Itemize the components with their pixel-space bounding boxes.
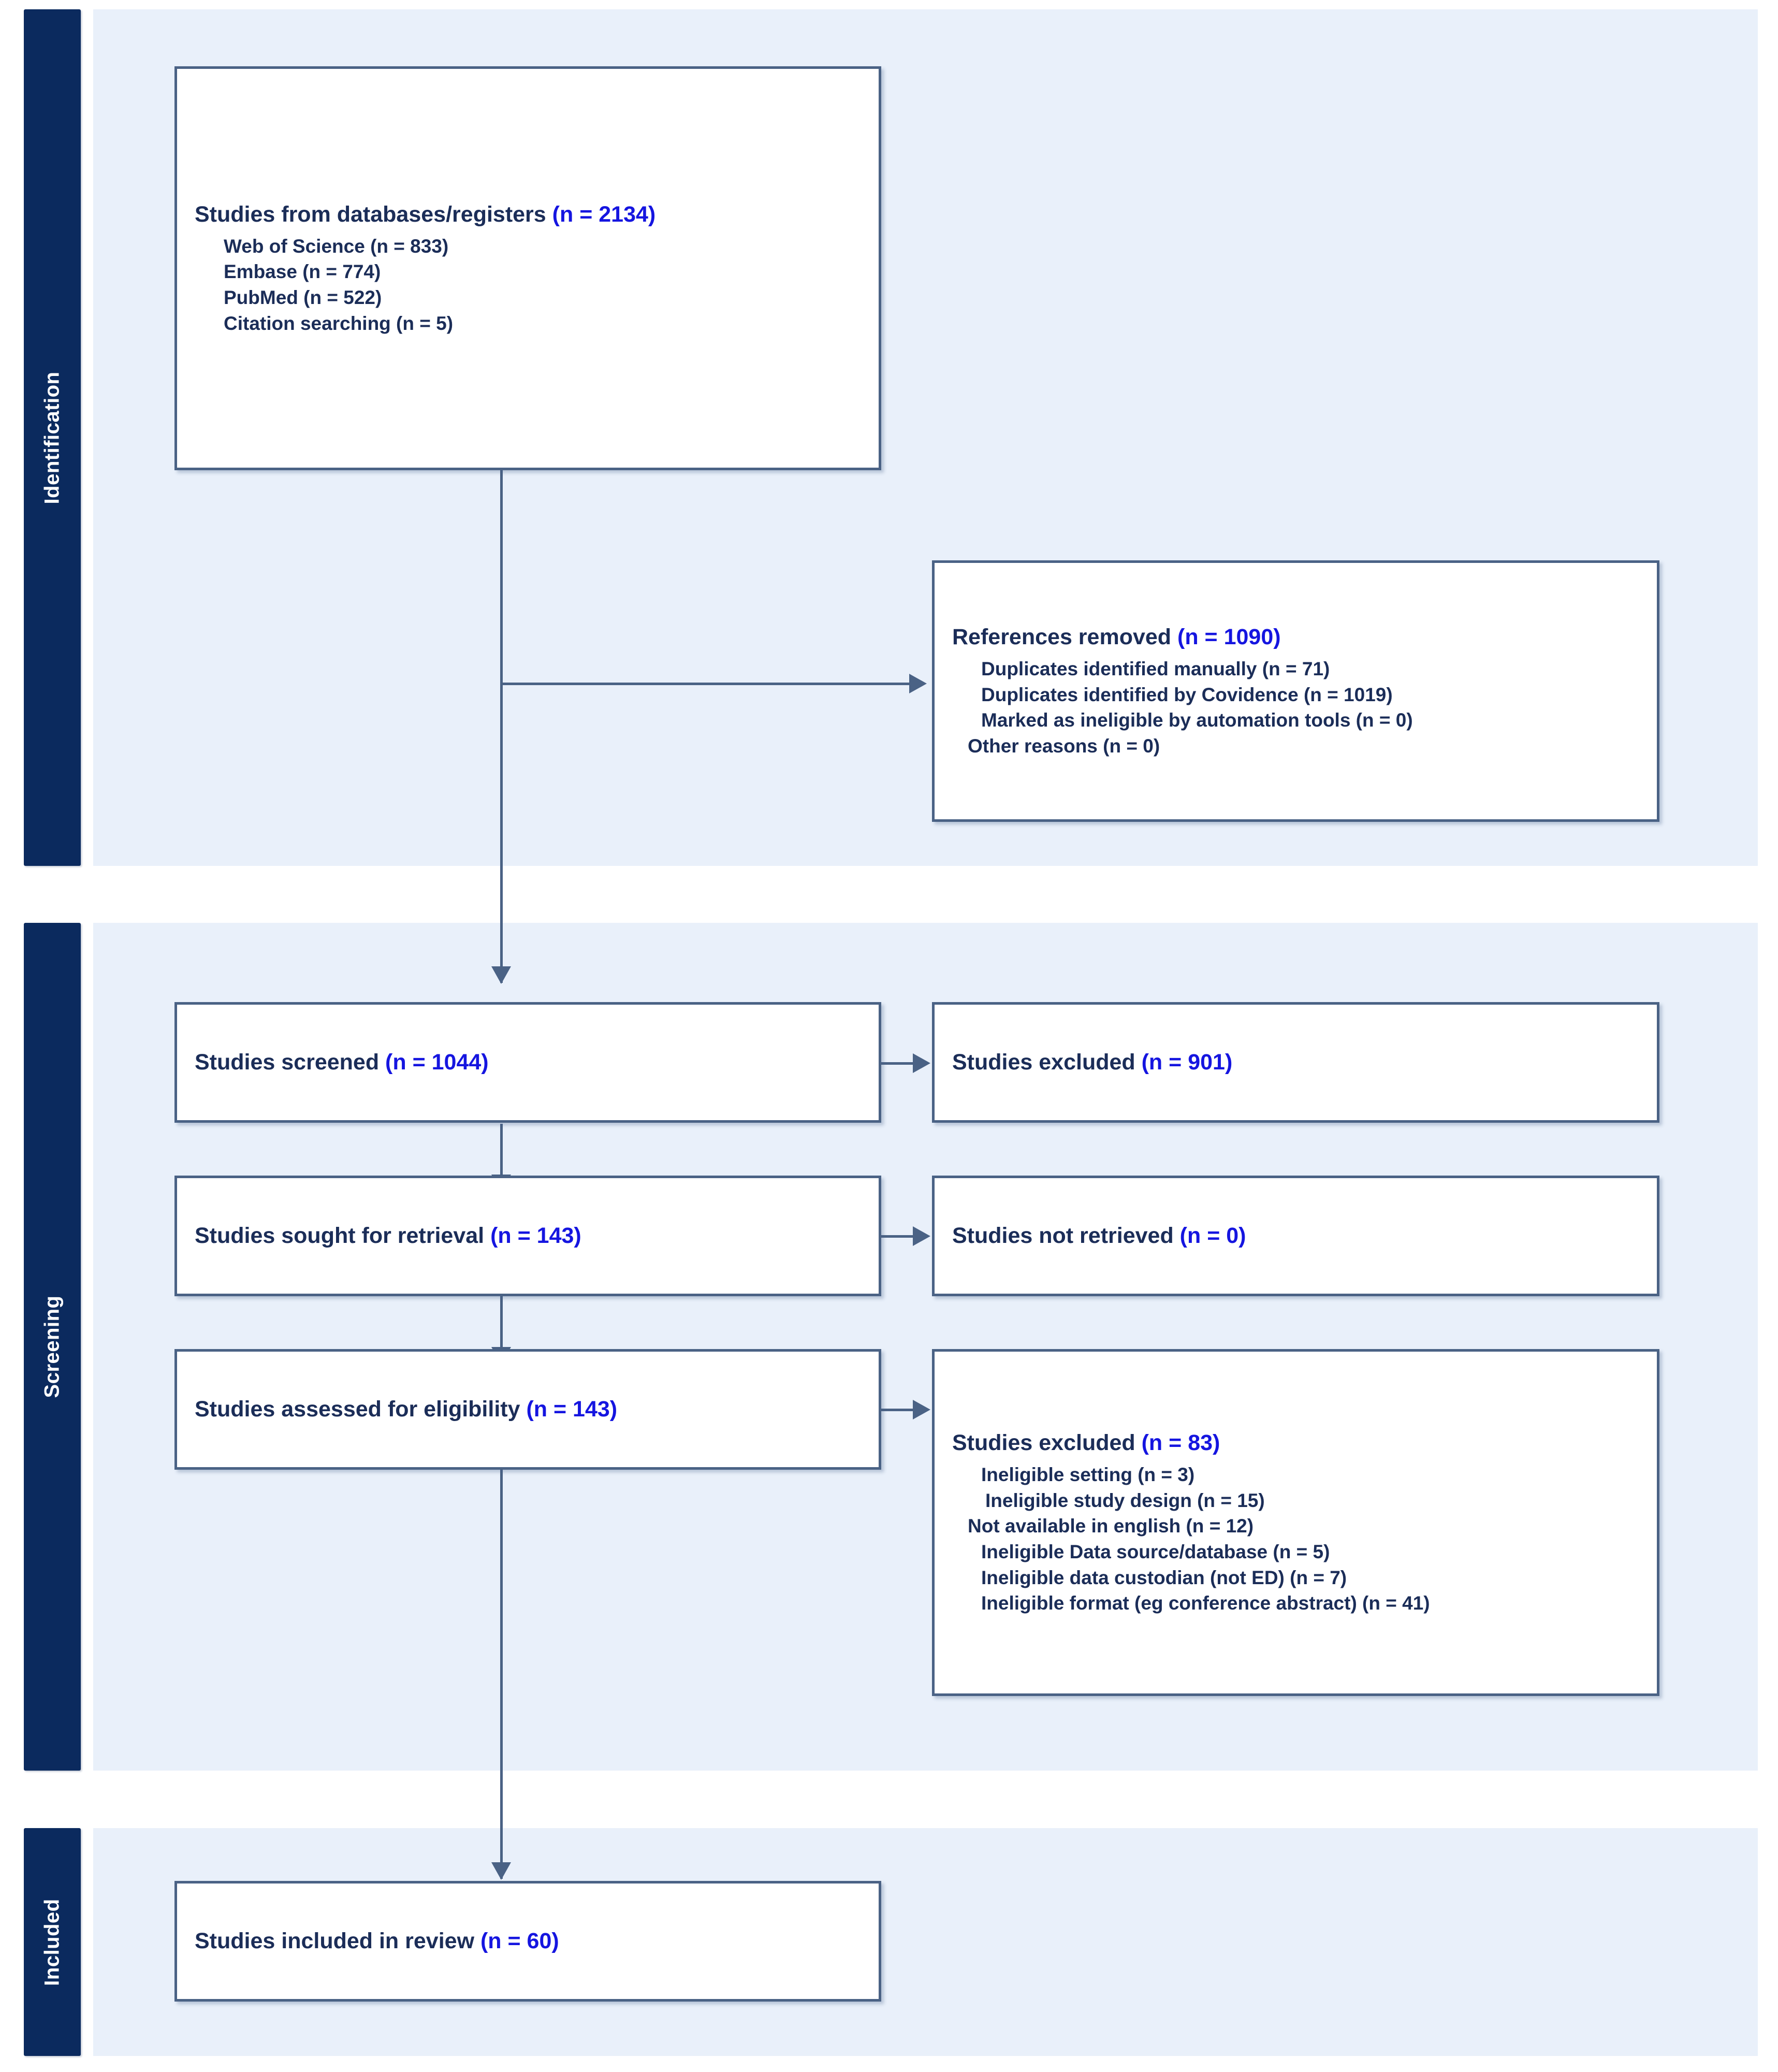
box-title-count: (n = 1044) — [385, 1049, 489, 1075]
list-item: Ineligible Data source/database (n = 5) — [981, 1541, 1330, 1562]
stage-bar-screening: Screening — [24, 923, 81, 1771]
box-title-references-removed: References removed (n = 1090) — [952, 623, 1639, 652]
list-item: Web of Science (n = 833) — [224, 235, 449, 257]
box-title-studies-not-retrieved: Studies not retrieved (n = 0) — [952, 1222, 1639, 1251]
connector-databases-down — [500, 470, 503, 703]
stage-label-identification: Identification — [40, 371, 64, 504]
list-item: Marked as ineligible by automation tools… — [981, 709, 1413, 731]
box-title-text: Studies sought for retrieval — [195, 1223, 491, 1248]
box-studies-included-in-review: Studies included in review (n = 60) — [174, 1881, 881, 2002]
box-title-count: (n = 60) — [480, 1928, 559, 1953]
connector-sought-to-assessed — [500, 1296, 503, 1364]
box-title-studies-excluded-screening: Studies excluded (n = 901) — [952, 1048, 1639, 1077]
connector-screened-to-excluded — [880, 1062, 917, 1065]
list-item: Ineligible format (eg conference abstrac… — [981, 1592, 1430, 1614]
connector-sought-to-not-retrieved — [880, 1235, 917, 1238]
arrowhead-to-included — [491, 1862, 511, 1880]
list-item: Ineligible data custodian (not ED) (n = … — [981, 1567, 1347, 1588]
box-title-text: Studies excluded — [952, 1049, 1142, 1075]
arrowhead-to-references-removed — [909, 674, 927, 693]
box-studies-excluded-screening: Studies excluded (n = 901) — [932, 1002, 1659, 1123]
list-item: Citation searching (n = 5) — [224, 312, 454, 334]
box-studies-sought-for-retrieval: Studies sought for retrieval (n = 143) — [174, 1176, 881, 1296]
box-title-count: (n = 901) — [1141, 1049, 1233, 1075]
box-title-studies-from-databases: Studies from databases/registers (n = 21… — [195, 200, 861, 229]
list-item: Other reasons (n = 0) — [968, 735, 1160, 757]
stage-bar-included: Included — [24, 1828, 81, 2056]
connector-databases-to-screened — [500, 683, 503, 983]
sublist-references-removed: Duplicates identified manually (n = 71) … — [952, 656, 1639, 759]
box-title-count: (n = 1090) — [1177, 625, 1281, 650]
box-title-count: (n = 143) — [490, 1223, 581, 1248]
box-title-studies-sought-for-retrieval: Studies sought for retrieval (n = 143) — [195, 1222, 861, 1251]
box-title-text: Studies excluded — [952, 1430, 1142, 1456]
stage-bar-identification: Identification — [24, 9, 81, 866]
box-title-text: Studies not retrieved — [952, 1223, 1180, 1248]
box-title-text: Studies screened — [195, 1049, 386, 1075]
sublist-exclusion-reasons: Ineligible setting (n = 3) Ineligible st… — [952, 1462, 1639, 1616]
list-item: Ineligible setting (n = 3) — [981, 1464, 1195, 1486]
box-title-studies-included-in-review: Studies included in review (n = 60) — [195, 1927, 861, 1956]
list-item: PubMed (n = 522) — [224, 286, 382, 308]
connector-screened-to-sought — [500, 1124, 503, 1191]
arrowhead-sought-to-not-retrieved — [913, 1226, 930, 1246]
arrowhead-screened-to-excluded — [913, 1053, 930, 1073]
list-item: Not available in english (n = 12) — [968, 1515, 1254, 1537]
connector-assessed-to-excluded — [880, 1409, 917, 1411]
box-studies-assessed-for-eligibility: Studies assessed for eligibility (n = 14… — [174, 1349, 881, 1470]
sublist-databases: Web of Science (n = 833) Embase (n = 774… — [195, 234, 861, 336]
box-title-text: Studies assessed for eligibility — [195, 1396, 527, 1422]
box-title-studies-excluded-eligibility: Studies excluded (n = 83) — [952, 1429, 1639, 1458]
box-title-studies-assessed-for-eligibility: Studies assessed for eligibility (n = 14… — [195, 1395, 861, 1424]
box-title-text: Studies included in review — [195, 1928, 480, 1953]
list-item: Embase (n = 774) — [224, 261, 381, 283]
arrowhead-assessed-to-excluded — [913, 1400, 930, 1419]
box-title-count: (n = 83) — [1141, 1430, 1220, 1456]
box-title-text: References removed — [952, 625, 1177, 650]
connector-assessed-to-included — [500, 1470, 503, 1879]
box-title-studies-screened: Studies screened (n = 1044) — [195, 1048, 861, 1077]
list-item: Duplicates identified by Covidence (n = … — [981, 684, 1393, 705]
stage-label-included: Included — [40, 1898, 64, 1986]
box-title-text: Studies from databases/registers — [195, 201, 552, 227]
box-title-count: (n = 2134) — [552, 201, 656, 227]
list-item: Ineligible study design (n = 15) — [985, 1489, 1265, 1511]
box-studies-from-databases: Studies from databases/registers (n = 21… — [174, 66, 881, 470]
box-title-count: (n = 0) — [1179, 1223, 1246, 1248]
stage-label-screening: Screening — [40, 1295, 64, 1398]
list-item: Duplicates identified manually (n = 71) — [981, 658, 1330, 680]
arrowhead-to-screened — [491, 966, 511, 984]
box-studies-screened: Studies screened (n = 1044) — [174, 1002, 881, 1123]
box-title-count: (n = 143) — [526, 1396, 618, 1422]
box-studies-not-retrieved: Studies not retrieved (n = 0) — [932, 1176, 1659, 1296]
box-references-removed: References removed (n = 1090) Duplicates… — [932, 560, 1659, 822]
box-studies-excluded-eligibility: Studies excluded (n = 83) Ineligible set… — [932, 1349, 1659, 1696]
connector-branch-to-references-removed — [500, 683, 909, 685]
